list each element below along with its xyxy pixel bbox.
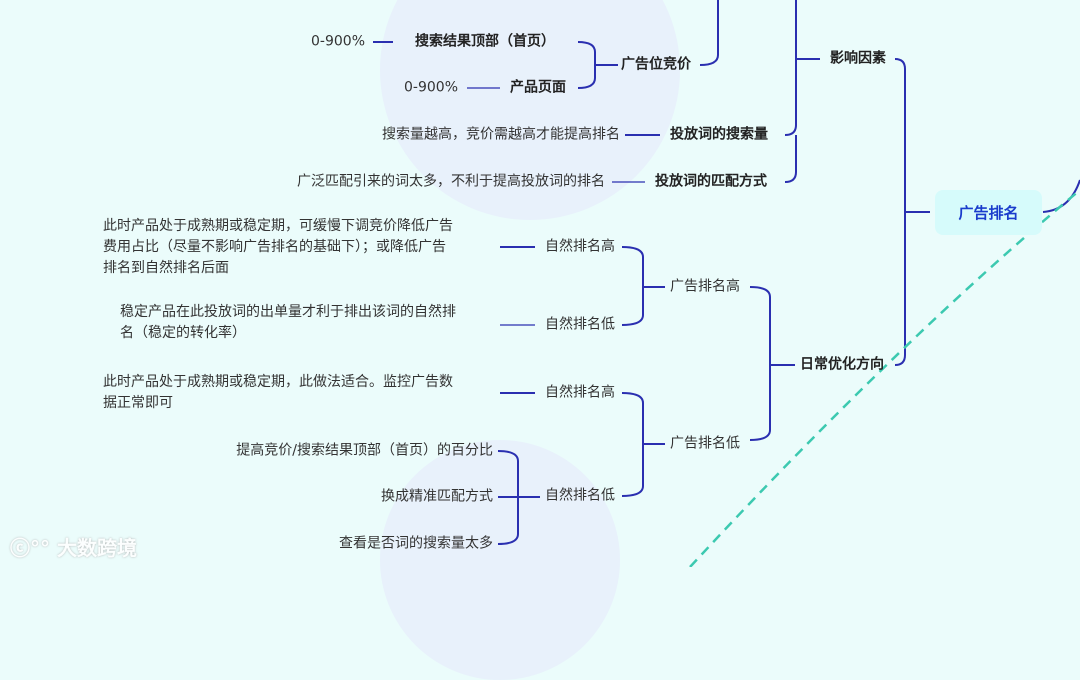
bid-position-node[interactable]: 广告位竞价 — [621, 56, 691, 73]
factors-node[interactable]: 影响因素 — [830, 50, 886, 67]
search-volume-note: 搜索量越高，竞价需越高才能提高排名 — [382, 126, 620, 143]
ad-high-node[interactable]: 广告排名高 — [670, 278, 740, 295]
raise-bid-note: 提高竞价/搜索结果顶部（首页）的百分比 — [236, 442, 493, 459]
top-search-value: 0-900% — [311, 33, 365, 50]
watermark-logo: ⓒ°° 大数跨境 — [10, 532, 137, 561]
note-line: 排名到自然排名后面 — [103, 260, 229, 276]
ad-high-natural-low-note: 稳定产品在此投放词的出单量才利于排出该词的自然排 名（稳定的转化率） — [120, 302, 456, 344]
ad-high-natural-low-node[interactable]: 自然排名低 — [545, 316, 615, 333]
search-volume-node[interactable]: 投放词的搜索量 — [670, 126, 768, 143]
note-line: 此时产品处于成熟期或稳定期，此做法适合。监控广告数 — [103, 374, 453, 390]
product-page-node[interactable]: 产品页面 — [510, 79, 566, 96]
root-node[interactable]: 广告排名 — [935, 190, 1042, 235]
match-type-note: 广泛匹配引来的词太多，不利于提高投放词的排名 — [297, 173, 605, 190]
ad-high-natural-high-node[interactable]: 自然排名高 — [545, 238, 615, 255]
ad-low-natural-high-node[interactable]: 自然排名高 — [545, 384, 615, 401]
top-search-node[interactable]: 搜索结果顶部（首页） — [415, 33, 555, 50]
ad-high-natural-high-note: 此时产品处于成熟期或稳定期，可缓慢下调竞价降低广告 费用占比（尽量不影响广告排名… — [103, 216, 453, 279]
note-line: 费用占比（尽量不影响广告排名的基础下）；或降低广告 — [103, 239, 446, 255]
ad-low-node[interactable]: 广告排名低 — [670, 435, 740, 452]
search-volume-check-note: 查看是否词的搜索量太多 — [339, 535, 493, 552]
watermark-icon: ⓒ°° — [10, 536, 57, 560]
watermark-text: 大数跨境 — [56, 536, 137, 560]
exact-match-note: 换成精准匹配方式 — [381, 488, 493, 505]
note-line: 据正常即可 — [103, 395, 173, 411]
note-line: 名（稳定的转化率） — [120, 325, 246, 341]
product-page-value: 0-900% — [404, 79, 458, 96]
note-line: 此时产品处于成熟期或稳定期，可缓慢下调竞价降低广告 — [103, 218, 453, 234]
root-label: 广告排名 — [958, 204, 1019, 222]
ad-low-natural-high-note: 此时产品处于成熟期或稳定期，此做法适合。监控广告数 据正常即可 — [103, 372, 453, 414]
optimization-node[interactable]: 日常优化方向 — [800, 356, 884, 373]
match-type-node[interactable]: 投放词的匹配方式 — [655, 173, 767, 190]
ad-low-natural-low-node[interactable]: 自然排名低 — [545, 487, 615, 504]
note-line: 稳定产品在此投放词的出单量才利于排出该词的自然排 — [120, 304, 456, 320]
